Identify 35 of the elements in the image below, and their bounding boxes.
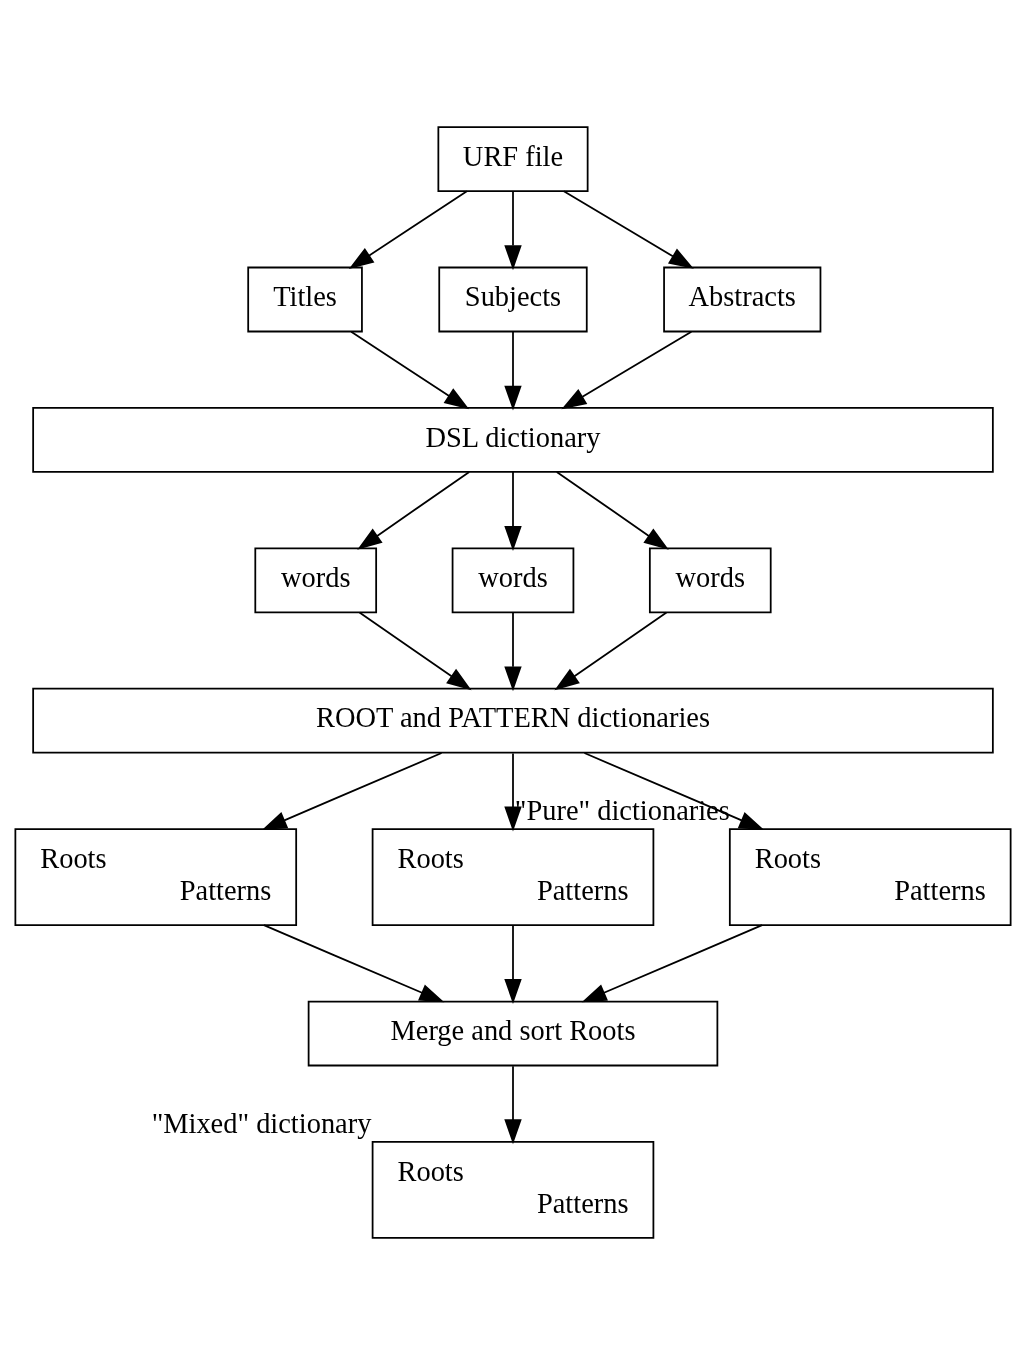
arrow: [261, 752, 443, 830]
node-box: Roots Patterns: [728, 828, 1012, 926]
arrow: [357, 471, 471, 550]
arrow: [504, 611, 522, 692]
node-box: Roots Patterns: [371, 828, 655, 926]
arrow: [504, 924, 522, 1004]
node-label: "Mixed" dictionary: [151, 1107, 372, 1139]
node-box: DSL dictionary: [32, 407, 994, 473]
arrow: [555, 471, 669, 550]
node-box: words: [254, 547, 378, 614]
arrow: [350, 330, 470, 410]
arrow: [358, 611, 472, 691]
arrow: [348, 190, 468, 269]
arrow: [561, 330, 693, 410]
node-box: ROOT and PATTERN dictionaries: [32, 687, 994, 754]
arrow: [583, 752, 765, 830]
arrow: [263, 924, 445, 1003]
arrow: [504, 190, 522, 271]
node-box: Merge and sort Roots: [307, 1000, 719, 1067]
node-box: words: [648, 547, 772, 614]
node-box: words: [451, 547, 575, 614]
arrow: [554, 611, 668, 691]
node-box: Roots Patterns: [14, 828, 298, 926]
arrow: [581, 924, 763, 1003]
node-box: Roots Patterns: [371, 1141, 655, 1239]
arrow: [563, 190, 694, 269]
node-label: "Pure" dictionaries: [514, 794, 730, 826]
arrow: [504, 471, 522, 551]
node-box: Titles: [247, 266, 363, 333]
arrow: [504, 330, 522, 411]
node-box: Abstracts: [663, 266, 822, 333]
arrow: [504, 1065, 522, 1145]
node-box: Subjects: [438, 266, 588, 333]
node-box: URF file: [437, 126, 589, 192]
arrow: [504, 752, 522, 832]
